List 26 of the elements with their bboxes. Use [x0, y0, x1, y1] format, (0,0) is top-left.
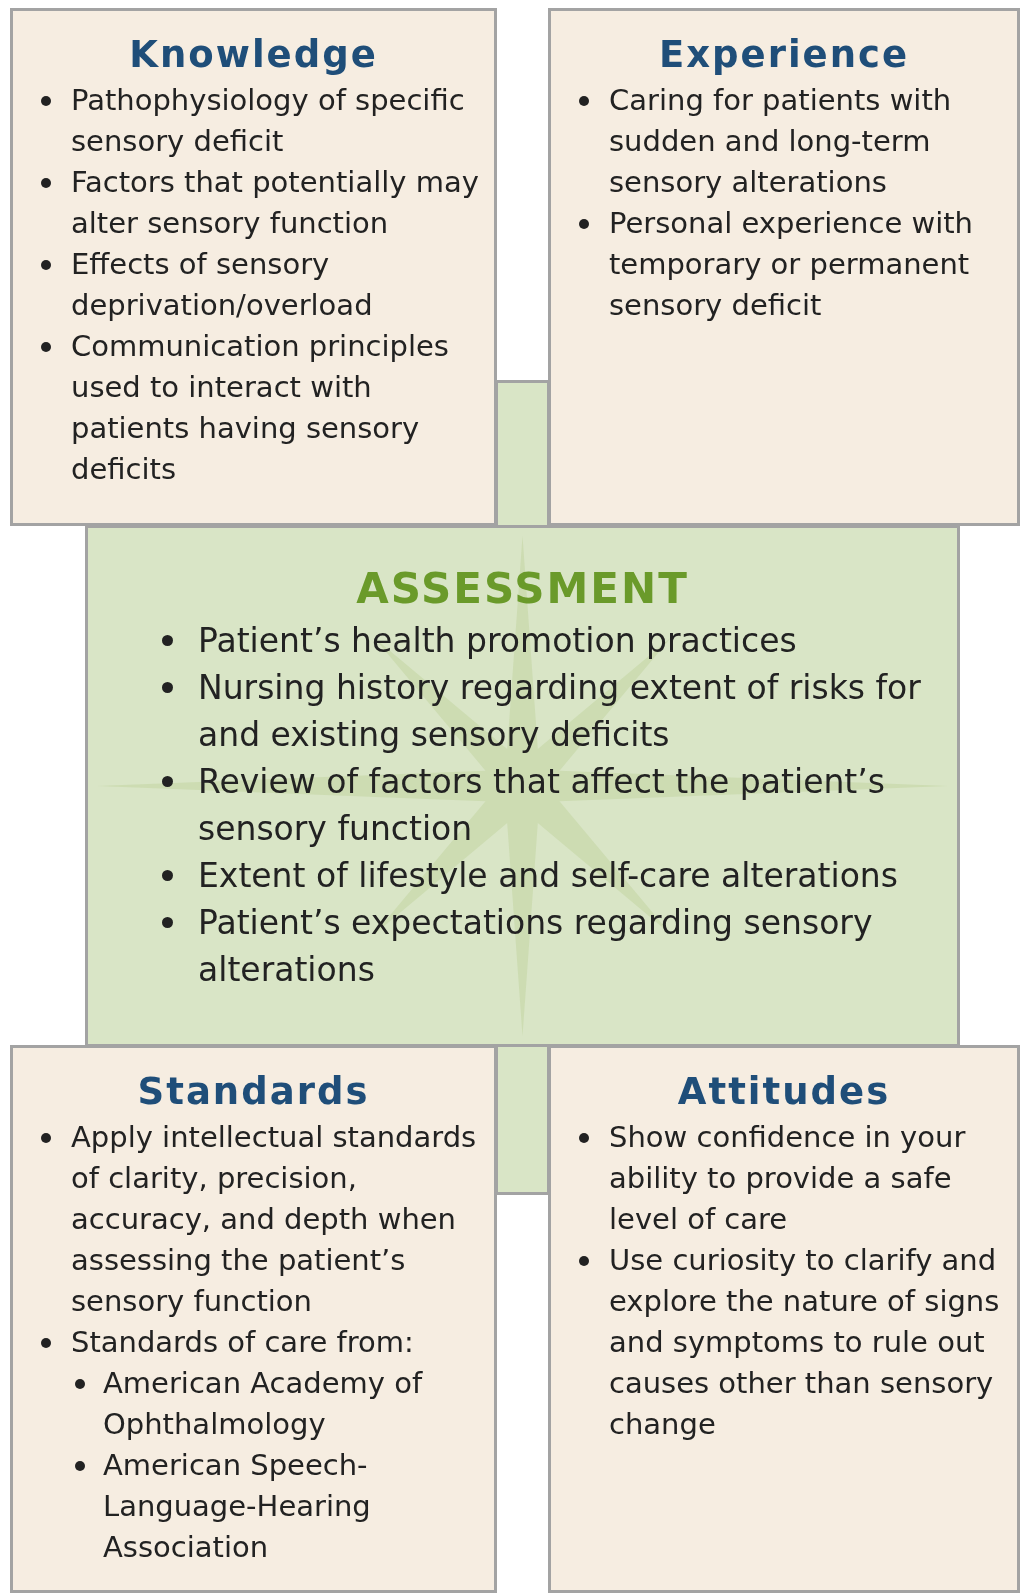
bullet-text: Factors that potentially may alter sensory function [71, 165, 479, 240]
bullet-text: Use curiosity to clarify and explore the nature of signs and symptoms to rule out causes other than sensory change [609, 1243, 1000, 1441]
bullet-text: Review of factors that affect the patient’s sensory function [198, 762, 885, 848]
panel-heading: Knowledge [128, 33, 379, 76]
panel-heading: Attitudes [676, 1070, 892, 1113]
bullet-text: Patient’s expectations regarding sensory alterations [198, 903, 873, 989]
text-panel [10, 1045, 497, 1593]
bullet-text: Patient’s health promotion practices [198, 621, 797, 660]
text-panel [548, 8, 1020, 526]
bullet-text: Personal experience with temporary or permanent sensory deficit [609, 206, 973, 322]
bullet-text: Caring for patients with sudden and long-term sensory alterations [609, 83, 952, 199]
text-panel [548, 1045, 1020, 1593]
bullet-text: Standards of care from: [71, 1325, 414, 1359]
text-panel [10, 8, 497, 526]
bullet-text: Extent of lifestyle and self-care alterations [198, 856, 898, 895]
bullet-text: Effects of sensory deprivation/overload [71, 247, 373, 322]
panel-heading: Standards [136, 1070, 371, 1113]
bullet-text: Show confidence in your ability to provide a safe level of care [609, 1120, 966, 1236]
bullet-text: Nursing history regarding extent of risks for and existing sensory deficits [198, 668, 921, 754]
bullet-text: American Academy of Ophthalmology [103, 1366, 423, 1441]
bullet-text: American Speech-Language-Hearing Association [103, 1448, 371, 1564]
bullet-text: Communication principles used to interact with patients having sensory deficits [71, 329, 449, 486]
panel-heading: ASSESSMENT [355, 564, 690, 613]
panel-heading: Experience [657, 33, 911, 76]
bullet-text: Pathophysiology of specific sensory deficit [71, 83, 465, 158]
bullet-text: Apply intellectual standards of clarity, precision, accuracy, and depth when assessing the patient’s sensory function [71, 1120, 477, 1318]
